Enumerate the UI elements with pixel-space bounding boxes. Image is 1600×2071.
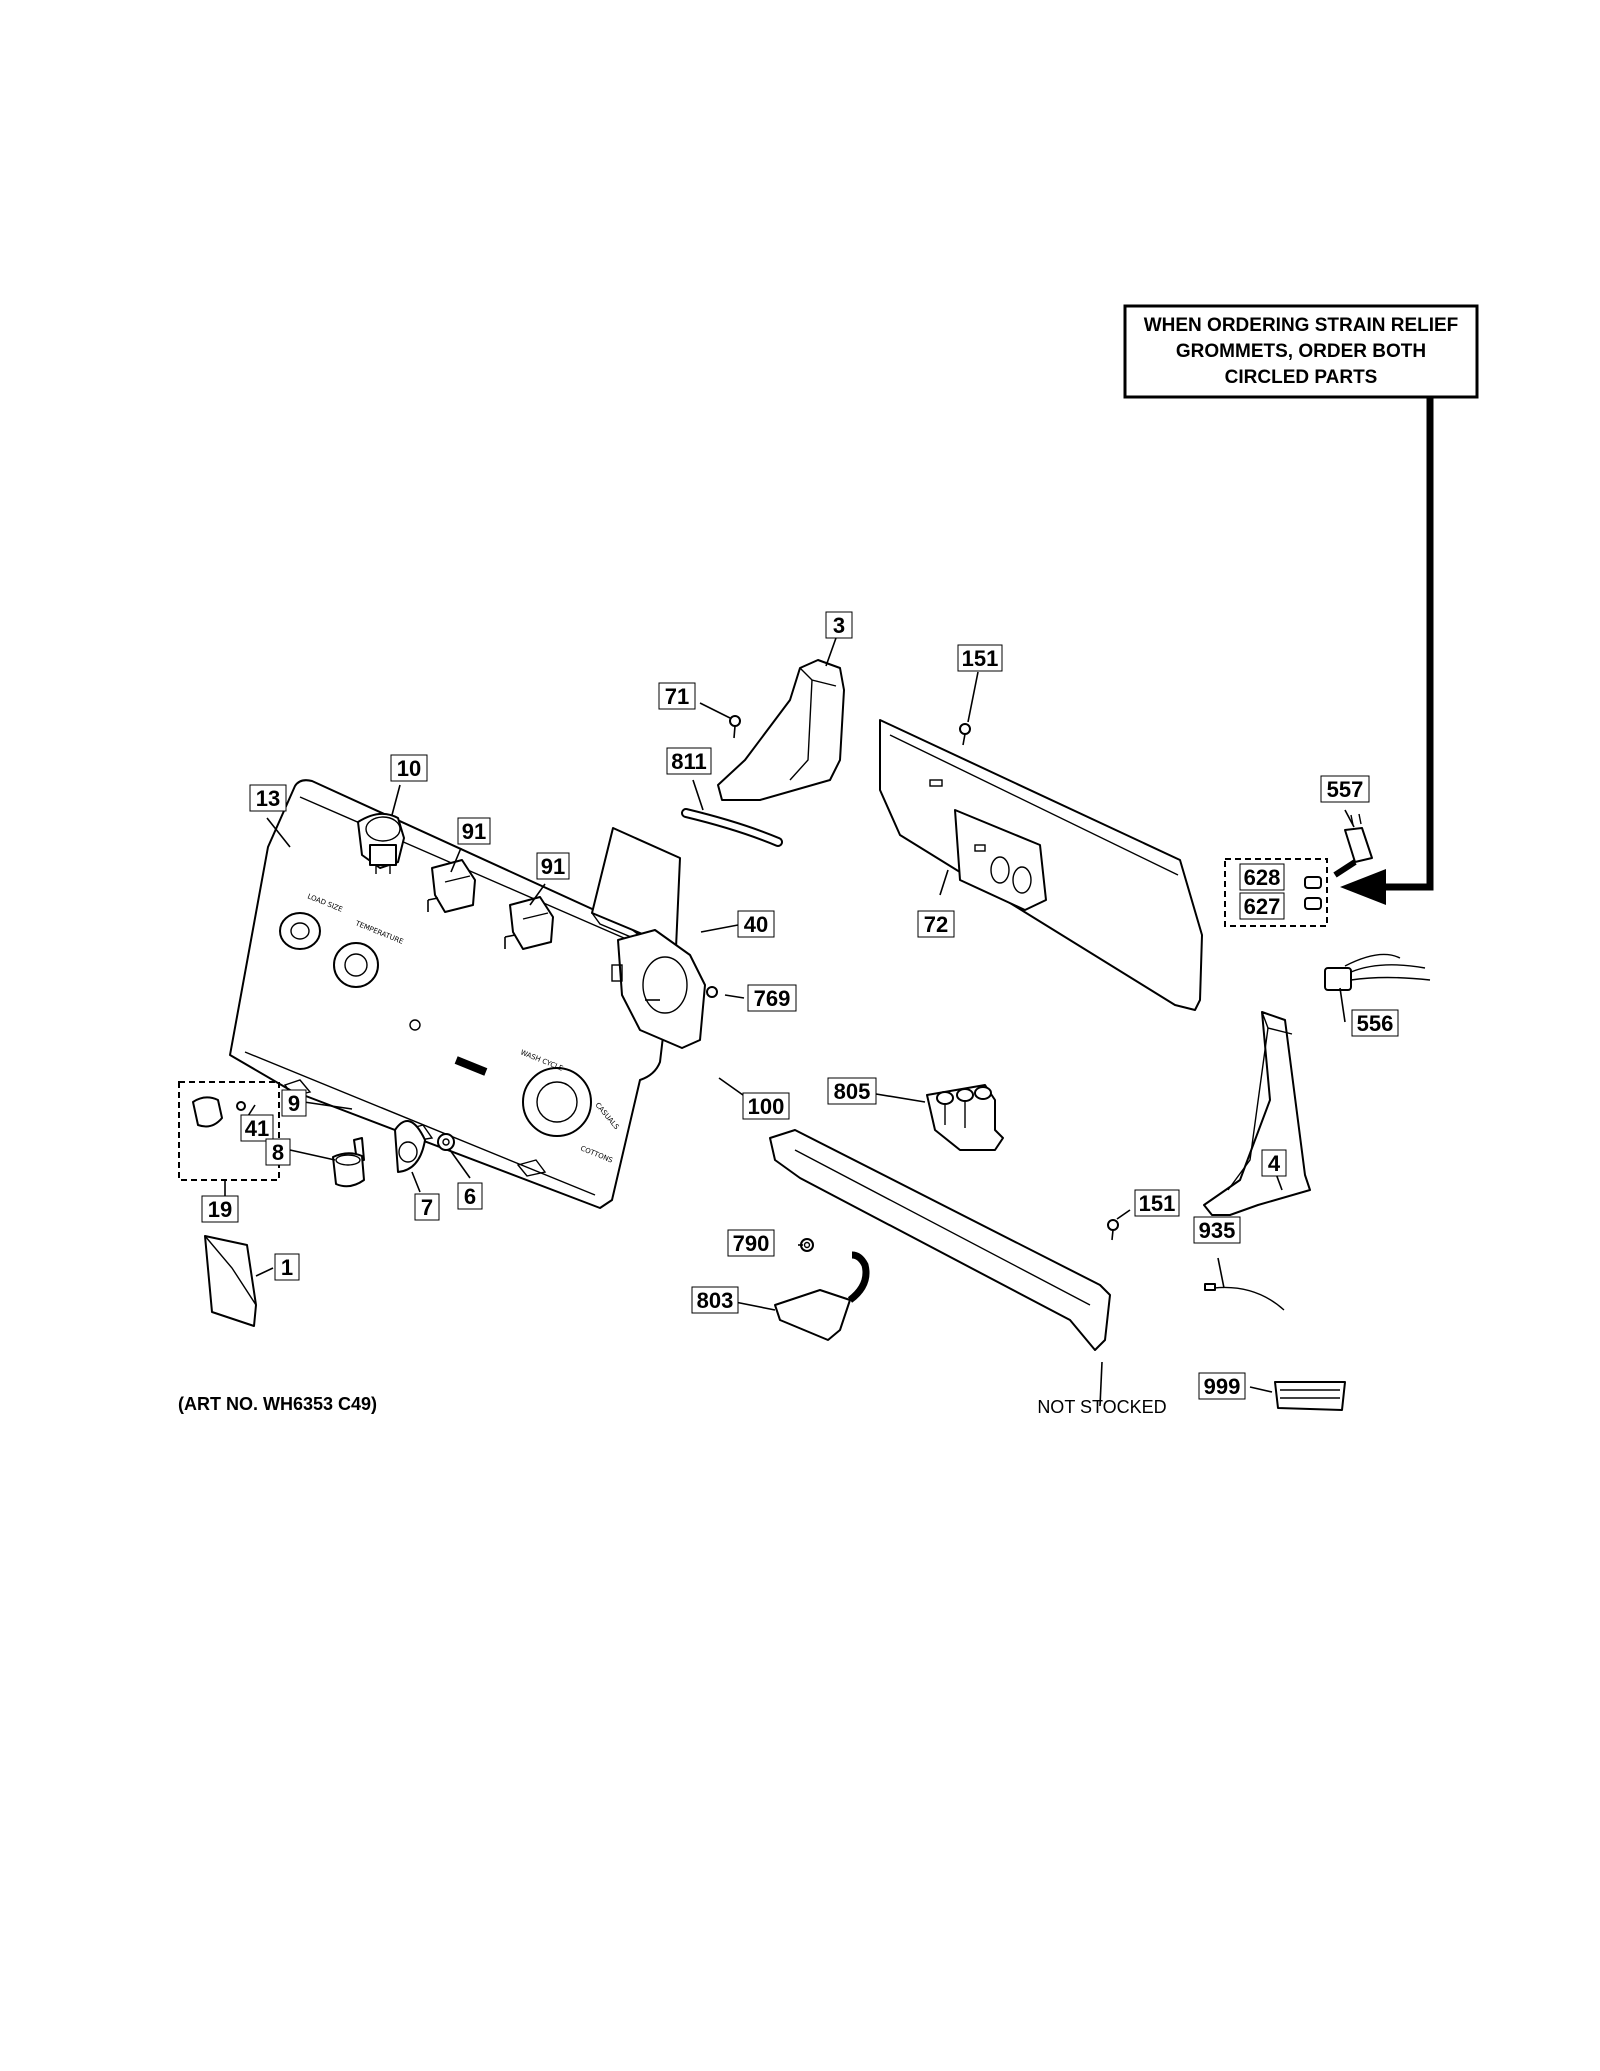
callout-1: 1 [281, 1255, 293, 1280]
callout-935: 935 [1199, 1218, 1236, 1243]
inlet-valve-805 [926, 1084, 1004, 1151]
callout-100: 100 [748, 1094, 785, 1119]
callout-4: 4 [1268, 1151, 1281, 1176]
art-number: (ART NO. WH6353 C49) [178, 1394, 377, 1414]
callout-790: 790 [733, 1231, 770, 1256]
callout-10: 10 [397, 756, 421, 781]
grommet-group [1224, 858, 1328, 927]
wire-harness-999 [1274, 1381, 1346, 1411]
callout-71: 71 [665, 684, 689, 709]
note-arrow [1340, 397, 1434, 905]
bracket-left [717, 659, 845, 801]
screw-151-bottom [1107, 1219, 1119, 1241]
callout-13: 13 [256, 786, 280, 811]
knob-part [192, 1096, 223, 1128]
knob-8 [332, 1152, 365, 1188]
control-console: LOAD SIZE TEMPERATURE WASH CYCLE CASUALS… [229, 779, 673, 1209]
callout-151-top: 151 [962, 646, 999, 671]
bracket-right [1203, 1011, 1311, 1216]
screw-151-top [959, 723, 971, 746]
callout-151-bottom: 151 [1139, 1191, 1176, 1216]
selector-switch-2 [504, 896, 554, 950]
callout-3: 3 [833, 613, 845, 638]
callout-91-b: 91 [541, 854, 565, 879]
bottom-panel-not-stocked [769, 1129, 1111, 1351]
ordering-note-box: WHEN ORDERING STRAIN RELIEF GROMMETS, OR… [1123, 304, 1479, 399]
dial-7 [394, 1120, 426, 1173]
grommet-627 [1304, 897, 1322, 910]
not-stocked-label: NOT STOCKED [1037, 1397, 1166, 1417]
callout-91-a: 91 [462, 819, 486, 844]
fill-hose-803 [774, 1251, 870, 1341]
callout-999: 999 [1204, 1374, 1241, 1399]
callout-9: 9 [288, 1091, 300, 1116]
screw-71 [729, 715, 741, 739]
callout-6: 6 [464, 1184, 476, 1209]
callout-557: 557 [1327, 777, 1364, 802]
note-line-1: WHEN ORDERING STRAIN RELIEF [1144, 315, 1459, 336]
pressure-switch-part [611, 929, 706, 1049]
callout-805: 805 [834, 1079, 871, 1104]
callout-40: 40 [744, 912, 768, 937]
callout-8: 8 [272, 1140, 284, 1165]
callout-labels: 3 71 151 811 10 13 91 91 557 40 72 628 6… [201, 611, 1399, 1400]
callout-628: 628 [1244, 865, 1281, 890]
note-line-3: CIRCLED PARTS [1225, 367, 1378, 388]
leader-lines [224, 637, 1355, 1407]
backsplash-panel [879, 719, 1203, 1011]
callout-811: 811 [671, 749, 707, 774]
wire-935 [1204, 1283, 1285, 1311]
callout-556: 556 [1357, 1011, 1394, 1036]
callout-7: 7 [421, 1195, 433, 1220]
callout-803: 803 [697, 1288, 734, 1313]
callout-72: 72 [924, 912, 948, 937]
callout-19: 19 [208, 1197, 232, 1222]
callout-627: 627 [1244, 894, 1281, 919]
timer-part [357, 812, 405, 874]
wire-harness-556 [1324, 953, 1431, 991]
selector-switch-1 [427, 859, 476, 913]
callout-769: 769 [754, 986, 791, 1011]
nut-6 [437, 1133, 455, 1151]
grommet-628 [1304, 876, 1322, 889]
literature-1 [204, 1235, 257, 1327]
knob-clip [236, 1101, 246, 1111]
note-line-2: GROMMETS, ORDER BOTH [1176, 341, 1426, 362]
callout-41: 41 [245, 1116, 269, 1141]
power-cord-part [1333, 813, 1373, 878]
hose-part [681, 808, 783, 847]
knob-kit-group [178, 1081, 280, 1181]
